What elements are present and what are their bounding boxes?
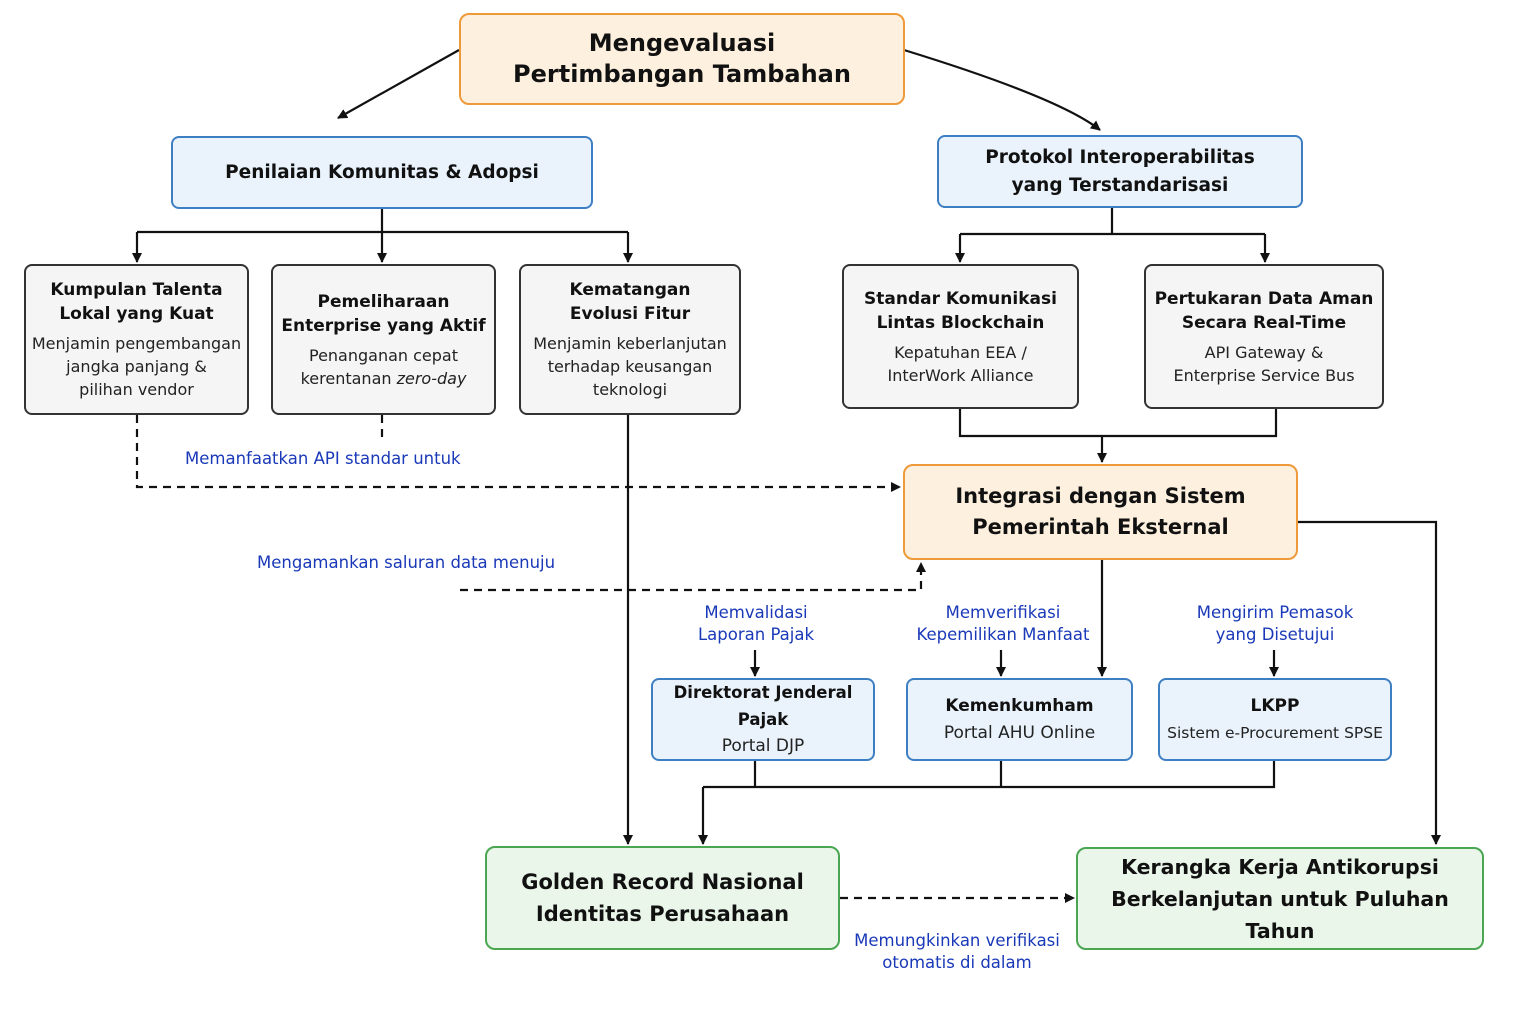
node-title: Golden Record Nasional: [521, 870, 804, 894]
node-title: yang Terstandarisasi: [1011, 174, 1229, 196]
node-title: Direktorat Jenderal Pajak: [673, 683, 853, 729]
node-title: Protokol Interoperabilitas: [985, 146, 1255, 168]
label-line: Memverifikasi: [945, 603, 1061, 622]
node-title: Kerangka Kerja Antikorupsi: [1121, 854, 1439, 879]
node-description: InterWork Alliance: [887, 365, 1034, 385]
tree-community-children: [137, 208, 628, 234]
node-title: Mengevaluasi: [588, 29, 776, 57]
node-kemenkumham: Kemenkumham Portal AHU Online: [906, 678, 1133, 761]
node-title: Pertimbangan Tambahan: [513, 60, 851, 88]
label-line: Laporan Pajak: [697, 625, 815, 644]
node-description: teknologi: [592, 380, 668, 399]
node-description: API Gateway &: [1204, 342, 1324, 362]
label-line: yang Disetujui: [1215, 625, 1335, 644]
node-blockchain-standard: Standar Komunikasi Lintas Blockchain Kep…: [842, 264, 1079, 409]
edge-label-verify: Memverifikasi Kepemilikan Manfaat: [903, 602, 1103, 646]
arrow-integration-to-framework: [1297, 520, 1441, 845]
label-line: Memvalidasi: [704, 603, 808, 622]
node-description: Penanganan cepat: [308, 345, 458, 365]
node-title: Kematangan: [569, 280, 691, 300]
node-title: Pertukaran Data Aman: [1154, 288, 1374, 309]
tree-protocol-children: [960, 207, 1265, 236]
label-line: Memungkinkan verifikasi: [854, 931, 1060, 950]
node-description: terhadap keusangan: [547, 357, 713, 376]
node-title: Lintas Blockchain: [876, 312, 1045, 333]
node-title: Pemerintah Eksternal: [972, 515, 1229, 539]
node-description: pilihan vendor: [79, 380, 194, 399]
node-enterprise-maintenance: Pemeliharaan Enterprise yang Aktif Penan…: [271, 264, 496, 415]
merge-to-integration: [958, 408, 1278, 438]
edge-label-secure: Mengamankan saluran data menuju: [257, 553, 556, 572]
edge-label-send: Mengirim Pemasok yang Disetujui: [1175, 602, 1375, 646]
node-djp: Direktorat Jenderal Pajak Portal DJP: [651, 678, 875, 761]
node-evaluate-considerations: Mengevaluasi Pertimbangan Tambahan: [459, 13, 905, 105]
node-external-integration: Integrasi dengan Sistem Pemerintah Ekste…: [903, 464, 1298, 560]
node-interoperability-protocol: Protokol Interoperabilitas yang Terstand…: [937, 135, 1303, 208]
node-community-assessment: Penilaian Komunitas & Adopsi: [171, 136, 593, 209]
node-realtime-exchange: Pertukaran Data Aman Secara Real-Time AP…: [1144, 264, 1384, 409]
node-description: Menjamin pengembangan: [31, 334, 242, 353]
node-title: Integrasi dengan Sistem: [955, 484, 1246, 508]
node-description: jangka panjang &: [66, 357, 207, 376]
node-title: Enterprise yang Aktif: [281, 315, 486, 336]
node-title: Pemeliharaan: [317, 291, 450, 312]
node-anticorruption-framework: Kerangka Kerja Antikorupsi Berkelanjutan…: [1076, 847, 1484, 950]
label-line: Kepemilikan Manfaat: [916, 625, 1090, 644]
edge-label-validate: Memvalidasi Laporan Pajak: [676, 602, 836, 646]
node-title: Penilaian Komunitas & Adopsi: [225, 161, 539, 183]
arrow-root-to-protocol: [903, 48, 1101, 131]
node-subtitle: Portal AHU Online: [943, 722, 1096, 743]
label-line: otomatis di dalam: [882, 953, 1032, 972]
edge-label-api: Memanfaatkan API standar untuk: [185, 449, 461, 468]
node-lkpp: LKPP Sistem e-Procurement SPSE: [1158, 678, 1392, 761]
dashed-secure-to-integration: [460, 562, 926, 592]
node-golden-record: Golden Record Nasional Identitas Perusah…: [485, 846, 840, 950]
node-title: Lokal yang Kuat: [59, 304, 214, 324]
text-emphasis: zero-day: [396, 368, 467, 388]
node-description: kerentanan zero-day: [301, 367, 467, 390]
node-subtitle: Sistem e-Procurement SPSE: [1167, 723, 1383, 742]
node-title: Berkelanjutan untuk Puluhan Tahun: [1111, 886, 1449, 943]
node-title: Evolusi Fitur: [569, 304, 691, 324]
node-feature-maturity: Kematangan Evolusi Fitur Menjamin keberl…: [519, 264, 741, 415]
node-description: Kepatuhan EEA /: [894, 342, 1027, 362]
text-prefix: kerentanan: [300, 368, 397, 388]
dashed-talent-to-integration: [135, 415, 901, 492]
node-title: Kemenkumham: [945, 695, 1094, 716]
node-local-talent: Kumpulan Talenta Lokal yang Kuat Menjami…: [24, 264, 249, 415]
arrow-root-to-community: [337, 49, 460, 119]
node-description: Enterprise Service Bus: [1173, 365, 1355, 385]
node-title: Secara Real-Time: [1181, 312, 1347, 333]
node-subtitle: Portal DJP: [721, 736, 805, 756]
label-line: Mengirim Pemasok: [1196, 603, 1354, 622]
node-title: Kumpulan Talenta: [50, 280, 223, 300]
node-title: Identitas Perusahaan: [535, 902, 790, 926]
merge-agencies: [703, 760, 1276, 789]
node-title: Standar Komunikasi: [864, 288, 1057, 309]
node-title: LKPP: [1250, 695, 1300, 716]
node-description: Menjamin keberlanjutan: [533, 334, 727, 353]
edge-label-enable: Memungkinkan verifikasi otomatis di dala…: [847, 930, 1067, 974]
